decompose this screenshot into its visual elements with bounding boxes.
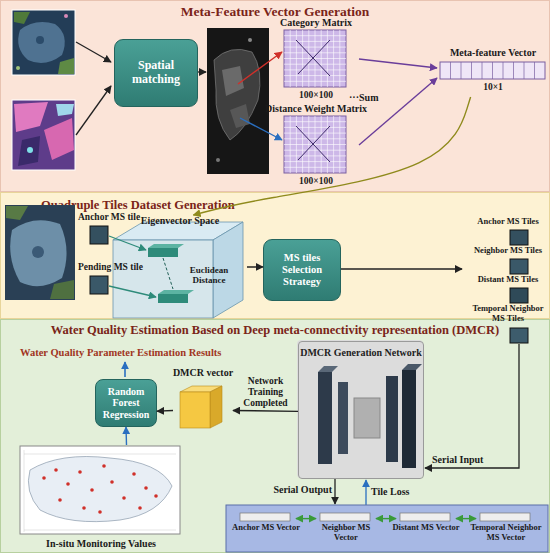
node-title: Neighbor MS Vector [310, 523, 382, 543]
flow-label: Serial Output [262, 484, 332, 496]
connector [376, 518, 396, 519]
connector [359, 59, 437, 68]
connector [157, 410, 173, 412]
tile-label: Neighbor MS Tiles [466, 246, 550, 256]
section-band: Water Quality Estimation Based on Deep m… [0, 319, 550, 553]
flow-label: Tile Loss [371, 486, 409, 498]
section-band: Meta-Feature Vector GenerationSpatial ma… [0, 0, 550, 192]
station-map: In-situ Monitoring Values [16, 445, 186, 553]
section-band: Quadruple Tiles Dataset GenerationEigenv… [0, 192, 550, 319]
ms-vector: Temporal Neighbor MS Vector [476, 510, 536, 553]
flow-label: Serial Input [432, 454, 483, 466]
connector [233, 410, 298, 412]
tile-label: Distant MS Tiles [466, 275, 550, 285]
tile-label: Anchor MS tile [78, 212, 140, 223]
tile-label: Pending MS tile [78, 262, 143, 273]
node-title: In-situ Monitoring Values [46, 538, 156, 550]
node-title: Eigenvector Space [141, 215, 219, 227]
node-title: DMCR Generation Network [300, 347, 422, 359]
connector [247, 266, 263, 268]
process-box: MS tiles Selection Strategy [263, 239, 341, 301]
connector [359, 78, 437, 145]
ms-vector: Distant MS Vector [396, 510, 456, 553]
tile-label: Anchor MS Tiles [466, 217, 550, 227]
ms-vector: Neighbor MS Vector [316, 510, 376, 553]
matrix-grid: Category Matrix 100×100 [273, 17, 359, 101]
node-title: MS tiles Selection Strategy [264, 250, 340, 290]
connector [296, 518, 316, 519]
node-title: Category Matrix [280, 17, 352, 29]
node-title: DMCR vector [173, 367, 233, 379]
feature-vector: Meta-feature Vector 10×1 [437, 47, 549, 97]
connector [456, 518, 476, 519]
eigenvector-cube: Eigenvector SpaceEuclidean Distance [113, 215, 247, 319]
node-title: Distance Weight Matrix [265, 103, 367, 115]
node-title: Anchor MS Vector [230, 523, 302, 533]
network-box: DMCR Generation Network [298, 341, 424, 479]
node-text: 100×100 [299, 90, 333, 101]
node-title: Distant MS Vector [390, 523, 462, 533]
result-label: Water Quality Parameter Estimation Resul… [20, 347, 221, 359]
ms-vector: Anchor MS Vector [236, 510, 296, 553]
node-title: Random Forest Regression [96, 384, 156, 423]
dmcr-vector: DMCR vector [173, 367, 233, 431]
node-text: 10×1 [483, 82, 503, 93]
node-title: Temporal Neighbor MS Vector [470, 523, 542, 543]
node-title: Quadruple Tiles Dataset Generation [41, 198, 235, 212]
process-box: Spatial matching [114, 39, 198, 107]
connector [125, 427, 127, 445]
sum-note: ···Sum [349, 92, 378, 104]
node-text: 100×100 [299, 176, 333, 187]
node-text: Euclidean Distance [173, 265, 245, 286]
node-title: Spatial matching [115, 57, 197, 89]
edge-label: Network Training Completed [235, 376, 297, 409]
node-title: Water Quality Estimation Based on Deep m… [51, 323, 500, 337]
tile-label: Temporal Neighbor MS Tiles [466, 304, 550, 324]
connector [193, 97, 470, 215]
process-box: Random Forest Regression [95, 379, 157, 427]
node-title: Meta-feature Vector [450, 47, 536, 59]
matrix-grid: Distance Weight Matrix100×100 [273, 103, 359, 187]
